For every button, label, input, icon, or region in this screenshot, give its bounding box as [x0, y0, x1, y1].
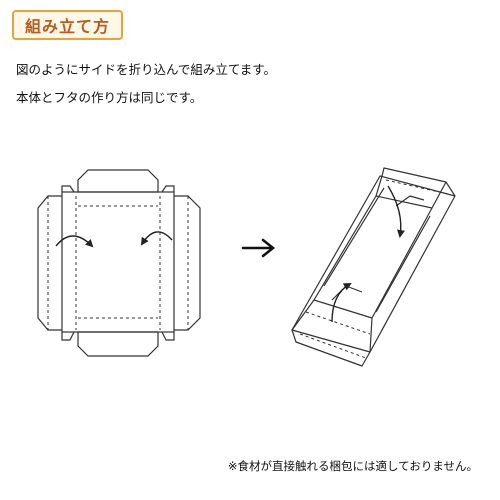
page-title: 組み立て方	[25, 17, 111, 36]
tray-fold-arrow-top-icon	[387, 185, 405, 238]
net-left-ear-top	[61, 185, 75, 193]
net-main-panel	[61, 191, 175, 333]
tray-front-flap	[291, 329, 371, 367]
fold-arrow-right-icon	[140, 231, 173, 246]
fold-arrow-left-icon	[55, 235, 94, 248]
instruction-line-1: 図のようにサイドを折り込んで組み立てます。	[16, 62, 277, 77]
folded-box-tray	[291, 167, 456, 367]
instruction-line-2: 本体とフタの作り方は同じです。	[16, 90, 203, 105]
header-badge: 組み立て方	[12, 10, 124, 40]
tray-fold-arrow-bottom-icon	[331, 283, 352, 323]
net-right-ear-bottom	[161, 331, 175, 341]
net-left-ear-bottom	[61, 331, 75, 341]
footnote: ※食材が直接触れる梱包には適しておりません。	[227, 459, 478, 473]
tray-floor	[291, 175, 456, 353]
net-left-side	[37, 195, 62, 331]
net-fold-lines	[47, 191, 189, 333]
tray-fold-lines	[299, 179, 449, 359]
net-bottom-flap	[77, 331, 159, 357]
right-arrow-icon	[241, 238, 276, 258]
net-right-ear-top	[161, 185, 175, 193]
net-right-side	[174, 195, 201, 331]
tray-back-flap	[381, 167, 456, 197]
net-top-flap	[77, 169, 159, 193]
